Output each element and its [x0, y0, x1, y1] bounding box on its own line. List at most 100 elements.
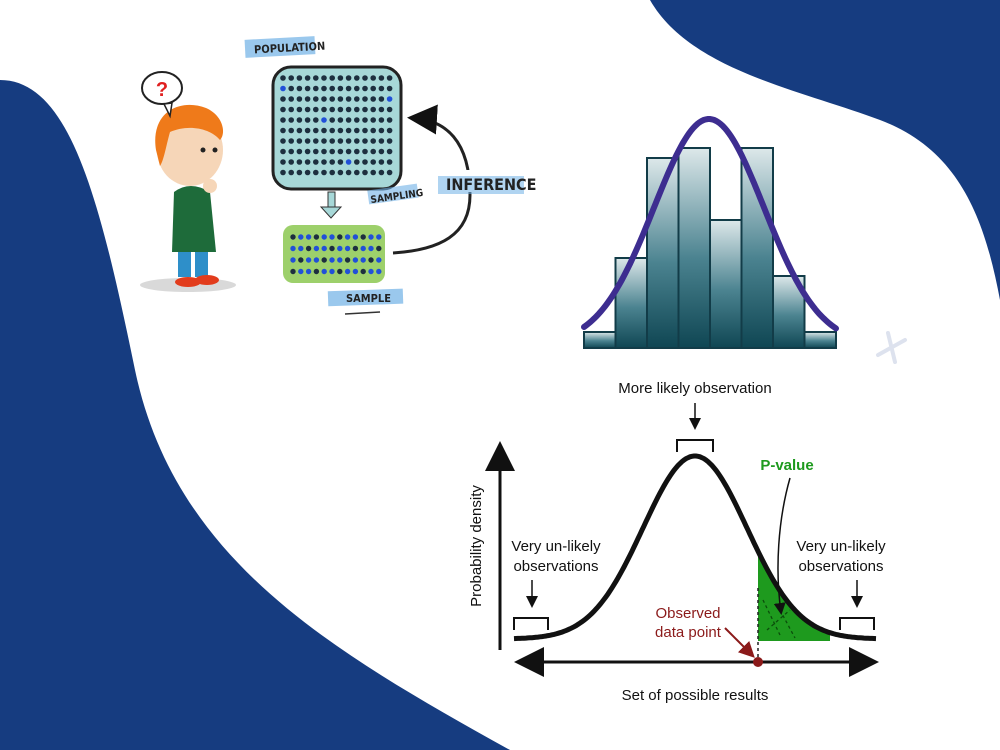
population-dot: [321, 117, 327, 123]
population-dot: [288, 127, 295, 134]
sample-dot: [305, 257, 312, 263]
population-dot: [370, 138, 377, 144]
population-dot: [354, 159, 360, 165]
sample-dot: [305, 234, 312, 240]
sample-dot: [313, 268, 320, 275]
sample-dot: [305, 245, 312, 252]
population-dot: [304, 138, 311, 144]
sample-dot: [376, 257, 382, 263]
population-dot: [345, 85, 352, 92]
population-dot: [354, 138, 360, 144]
sample-dot: [344, 257, 351, 263]
population-dot: [386, 75, 393, 81]
population-dot: [378, 127, 385, 134]
sample-dot: [305, 268, 312, 275]
population-dot: [304, 148, 311, 155]
population-dot: [304, 127, 311, 134]
population-dot: [378, 96, 385, 102]
population-dot: [354, 127, 360, 134]
sample-dot: [360, 268, 366, 275]
population-dot: [313, 96, 319, 102]
population-dot: [288, 106, 295, 113]
sample-dot: [344, 234, 351, 240]
sample-label: SAMPLE: [346, 292, 391, 305]
sample-dot: [344, 268, 351, 275]
population-dot: [345, 106, 352, 113]
inference-label: INFERENCE: [446, 175, 536, 194]
population-dot: [280, 169, 286, 176]
right-tail-label-line1: Very un-likely: [796, 538, 886, 555]
population-dot: [345, 96, 352, 102]
population-dot: [321, 106, 327, 113]
population-dot: [378, 106, 385, 113]
histogram-bar: [740, 147, 774, 349]
population-dot: [337, 127, 344, 134]
population-dot: [329, 75, 336, 81]
population-dot: [378, 75, 385, 81]
population-dot: [288, 117, 295, 123]
population-dot: [321, 127, 327, 134]
population-dot: [362, 106, 368, 113]
population-dot: [288, 169, 295, 176]
sample-dot: [376, 268, 382, 275]
population-dot: [354, 117, 360, 123]
population-dot: [378, 148, 385, 155]
population-dot: [296, 159, 303, 165]
population-dot: [280, 75, 286, 81]
sample-dot: [290, 257, 296, 263]
population-dot: [296, 106, 303, 113]
population-dot: [329, 117, 336, 123]
population-dot: [329, 138, 336, 144]
population-dot: [288, 148, 295, 155]
population-dot: [329, 159, 336, 165]
population-dot: [296, 75, 303, 81]
population-dot: [288, 138, 295, 144]
population-dot: [362, 159, 368, 165]
sample-dot: [290, 234, 296, 240]
population-dot: [378, 138, 385, 144]
population-dot: [304, 85, 311, 92]
population-dot: [345, 75, 352, 81]
population-dot: [329, 106, 336, 113]
sample-dot: [298, 234, 304, 240]
observed-label-line2: data point: [655, 624, 722, 641]
population-dot: [313, 169, 319, 176]
population-dot: [313, 75, 319, 81]
population-dot: [370, 169, 377, 176]
population-dot: [304, 96, 311, 102]
population-dot: [321, 159, 327, 165]
population-dot: [288, 96, 295, 102]
sample-dot: [329, 268, 335, 275]
sample-dot: [321, 234, 327, 240]
sample-dot: [298, 245, 304, 252]
population-dot: [386, 169, 393, 176]
population-dot: [370, 127, 377, 134]
sampling-arrow-icon: [319, 191, 343, 219]
sample-dot: [376, 234, 382, 240]
population-dot: [386, 117, 393, 123]
sample-dot: [298, 268, 304, 275]
sample-dot: [313, 257, 320, 263]
pvalue-label: P-value: [760, 457, 813, 474]
population-dot: [362, 85, 368, 92]
peak-bracket: [676, 439, 714, 452]
population-dot: [337, 96, 344, 102]
population-dot: [304, 169, 311, 176]
sample-dot: [321, 245, 327, 252]
observed-label-line1: Observed: [655, 605, 720, 622]
x-axis-label: Set of possible results: [622, 687, 769, 704]
sample-dot: [290, 245, 296, 252]
sample-dot: [352, 234, 359, 240]
population-dot: [337, 138, 344, 144]
population-dot: [288, 75, 295, 81]
sample-dot: [360, 234, 366, 240]
sample-dot: [329, 234, 335, 240]
population-dot: [280, 117, 286, 123]
population-dot: [345, 159, 352, 165]
population-dot: [386, 127, 393, 134]
population-dot: [354, 75, 360, 81]
population-dot: [313, 138, 319, 144]
sample-dot: [368, 245, 374, 252]
population-dot: [280, 85, 286, 92]
population-dot: [280, 138, 286, 144]
